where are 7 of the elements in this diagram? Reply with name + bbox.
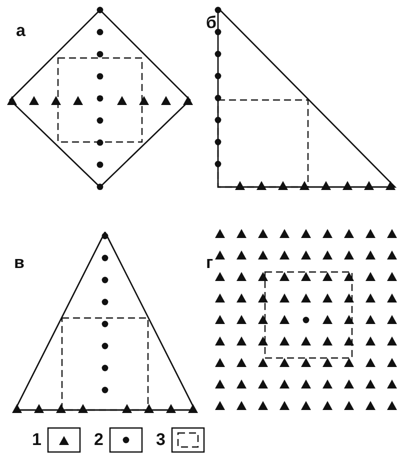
panel-letter: б	[206, 14, 217, 32]
legend-number: 2	[94, 431, 104, 449]
panel-letter: а	[16, 22, 26, 40]
panel-letter: г	[206, 254, 214, 272]
legend-number: 3	[156, 431, 166, 449]
legend-number: 1	[32, 431, 42, 449]
panel-letter: в	[14, 254, 24, 272]
